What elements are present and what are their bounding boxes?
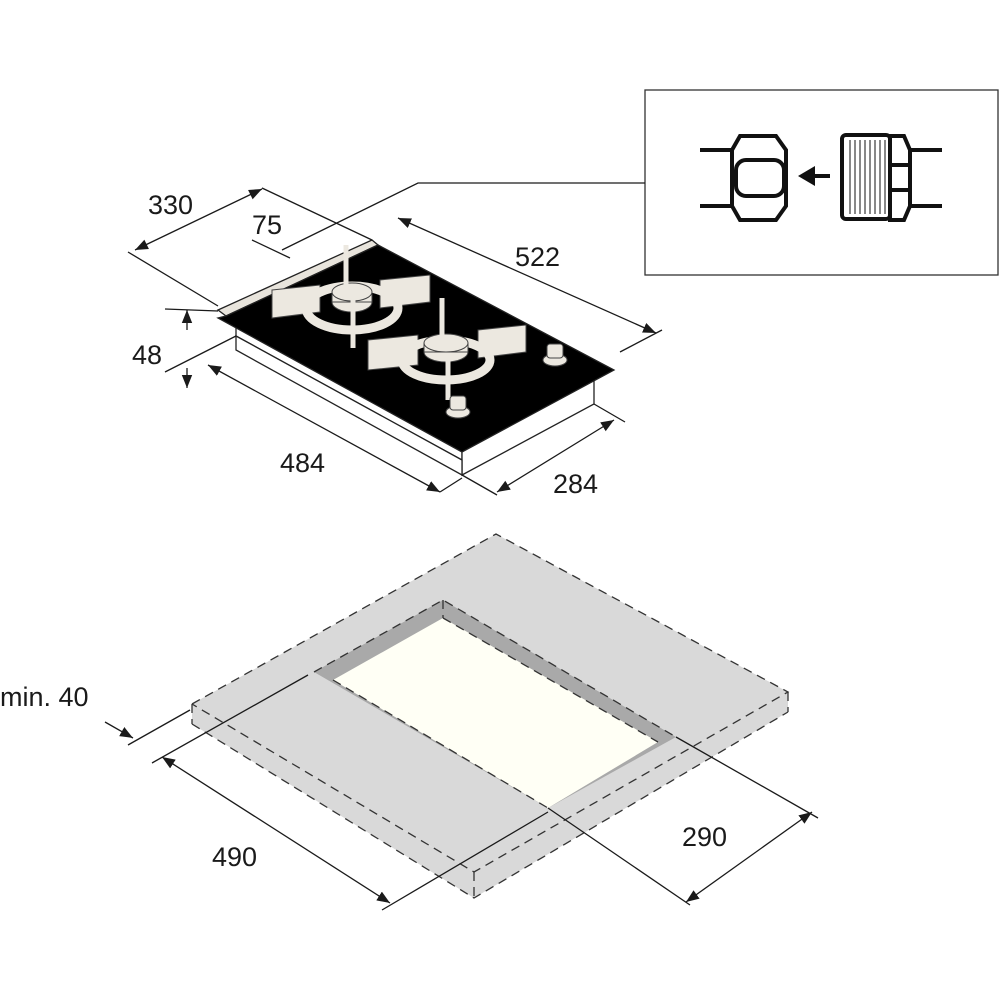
- dim-base-width-484: 484: [280, 448, 325, 478]
- cutout-dimension-lines: [104, 674, 819, 911]
- control-knob-icon: [445, 395, 471, 419]
- dim-min-edge-40: min. 40: [0, 682, 89, 712]
- control-knob-icon: [542, 343, 568, 367]
- dim-base-depth-284: 284: [553, 469, 598, 499]
- countertop: [191, 533, 790, 899]
- dim-width-522: 522: [515, 242, 560, 272]
- arrow-left-icon: [798, 166, 830, 186]
- hose-nut-icon: [700, 134, 788, 222]
- dim-offset-75: 75: [252, 210, 282, 240]
- dim-cutout-depth-290: 290: [682, 822, 727, 852]
- threaded-connector-icon: [840, 133, 942, 222]
- gas-hob: [216, 239, 616, 477]
- hob-dimension-lines: [127, 187, 663, 496]
- dim-depth-330: 330: [148, 190, 193, 220]
- cutout-opening: [333, 618, 658, 808]
- connector-inset: [281, 89, 999, 276]
- inset-leader-line: [281, 182, 645, 251]
- dim-cutout-width-490: 490: [212, 842, 257, 872]
- dim-height-48: 48: [132, 340, 162, 370]
